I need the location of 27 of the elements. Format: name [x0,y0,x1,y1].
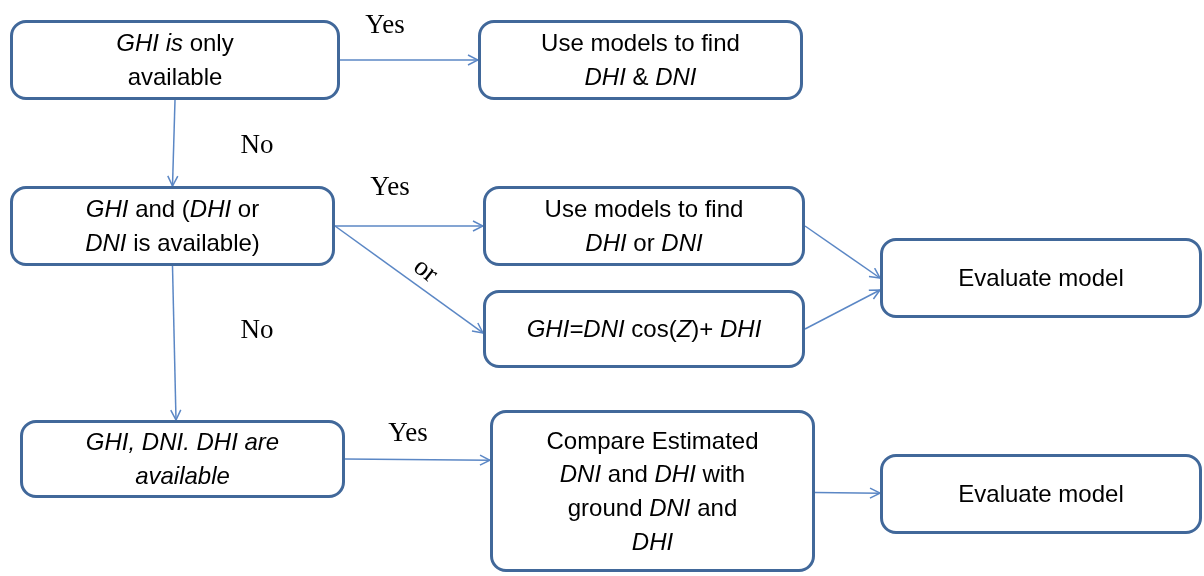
arrow [339,54,479,66]
box-text: Evaluate model [958,479,1124,510]
process-box [10,186,335,266]
process-box [10,20,340,100]
box-text: GHI, DNI. DHI are available [84,427,281,491]
arrow [334,225,484,334]
box-text: GHI is only available [115,28,235,92]
arrow [170,265,182,421]
process-box [490,410,815,572]
process-box [880,238,1202,318]
arrow [167,99,179,187]
box-text: Compare Estimated DNI and DHI with ground DNI and DHI [545,425,760,557]
box-text: Use models to find DHI or DNI [543,194,745,258]
process-box [478,20,803,100]
arrow [344,454,491,466]
process-box [483,186,805,266]
box-text: GHI=DNI cos(Z)+ DHI [526,314,762,345]
process-box [483,290,805,368]
box-text: Evaluate model [958,263,1124,294]
arrow [804,225,881,279]
arrow [814,487,881,499]
arrow [804,289,881,330]
box-text: Use models to find DHI & DNI [540,28,741,92]
process-box [880,454,1202,534]
process-box [20,420,345,498]
box-text: GHI and (DHI or DNI is available) [84,194,261,258]
arrow [334,220,484,232]
